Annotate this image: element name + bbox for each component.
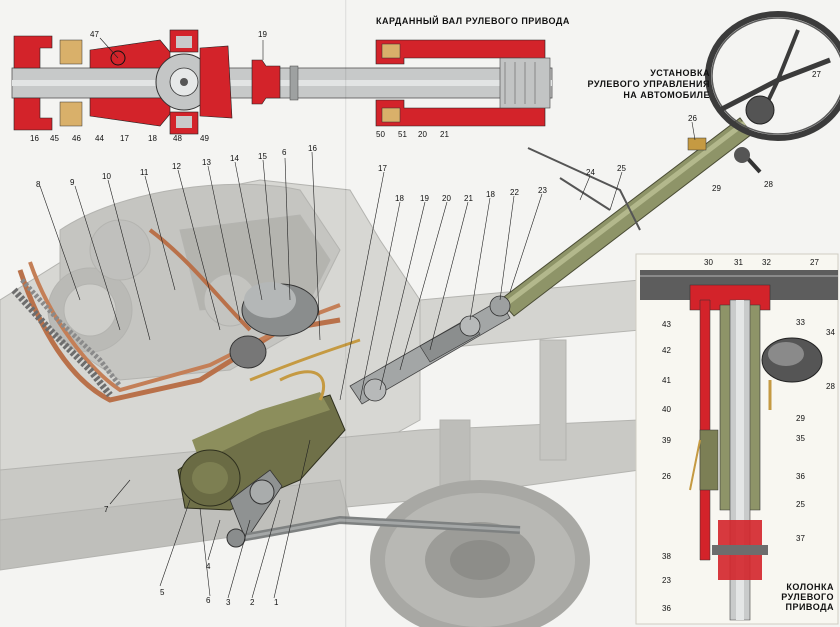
callout-main: 6 [206, 596, 211, 605]
callout-column: 36 [662, 604, 671, 613]
callout-main: 19 [420, 194, 429, 203]
callout-main: 1 [274, 598, 279, 607]
callout-main: 28 [764, 180, 773, 189]
callout-main: 26 [688, 114, 697, 123]
callout-shaft: 49 [200, 134, 209, 143]
callout-main: 22 [510, 188, 519, 197]
callout-main: 6 [282, 148, 287, 157]
callout-shaft: 20 [418, 130, 427, 139]
callout-column: 35 [796, 434, 805, 443]
callout-main: 27 [812, 70, 821, 79]
callout-main: 2 [250, 598, 255, 607]
column-cutaway-inset [635, 253, 839, 625]
callout-main: 14 [230, 154, 239, 163]
callout-main: 23 [538, 186, 547, 195]
title-column-text: КОЛОНКА РУЛЕВОГО ПРИВОДА [781, 582, 834, 612]
callout-column: 34 [826, 328, 835, 337]
callout-column: 41 [662, 376, 671, 385]
callout-column: 23 [662, 576, 671, 585]
callout-shaft: 44 [95, 134, 104, 143]
callout-column: 31 [734, 258, 743, 267]
callout-column: 33 [796, 318, 805, 327]
pump-reservoir [229, 282, 319, 369]
title-install-text: УСТАНОВКА РУЛЕВОГО УПРАВЛЕНИЯ НА АВТОМОБ… [587, 68, 710, 100]
callout-main: 20 [442, 194, 451, 203]
callout-shaft: 45 [50, 134, 59, 143]
column-bracket [527, 147, 641, 231]
callout-main: 5 [160, 588, 165, 597]
callout-shaft: 18 [148, 134, 157, 143]
callout-main: 12 [172, 162, 181, 171]
callout-shaft: 19 [258, 30, 267, 39]
callout-main: 8 [36, 180, 41, 189]
callout-column: 25 [796, 500, 805, 509]
callout-shaft: 51 [398, 130, 407, 139]
steering-column-main [499, 11, 840, 317]
callout-column: 30 [704, 258, 713, 267]
callout-main: 17 [378, 164, 387, 173]
callout-shaft: 48 [173, 134, 182, 143]
callout-main: 11 [140, 168, 149, 177]
callout-main: 24 [586, 168, 595, 177]
callout-main: 21 [464, 194, 473, 203]
title-shaft: КАРДАННЫЙ ВАЛ РУЛЕВОГО ПРИВОДА [376, 16, 570, 26]
callout-column: 39 [662, 436, 671, 445]
callout-column: 43 [662, 320, 671, 329]
callout-column: 29 [796, 414, 805, 423]
leader-lines [39, 37, 696, 599]
callout-shaft: 50 [376, 130, 385, 139]
callout-main: 7 [104, 505, 109, 514]
callout-column: 36 [796, 472, 805, 481]
hoses-pipes [11, 228, 361, 403]
steering-gearbox [177, 370, 521, 548]
title-column: КОЛОНКА РУЛЕВОГО ПРИВОДА [752, 582, 834, 612]
callout-main: 9 [70, 178, 75, 187]
intermediate-shaft [349, 295, 511, 405]
callout-shaft: 17 [120, 134, 129, 143]
callout-main: 18 [395, 194, 404, 203]
callout-main: 4 [206, 562, 211, 571]
callout-main: 18 [486, 190, 495, 199]
callout-column: 26 [662, 472, 671, 481]
callout-main: 13 [202, 158, 211, 167]
callout-column: 27 [810, 258, 819, 267]
callout-main: 25 [617, 164, 626, 173]
callout-shaft: 21 [440, 130, 449, 139]
callout-main: 3 [226, 598, 231, 607]
callout-column: 28 [826, 382, 835, 391]
callout-shaft: 47 [90, 30, 99, 39]
title-install: УСТАНОВКА РУЛЕВОГО УПРАВЛЕНИЯ НА АВТОМОБ… [572, 68, 710, 101]
page-gutter [345, 0, 347, 627]
callout-main: 15 [258, 152, 267, 161]
callout-column: 37 [796, 534, 805, 543]
callout-main: 29 [712, 184, 721, 193]
callout-column: 40 [662, 405, 671, 414]
callout-shaft: 46 [72, 134, 81, 143]
callout-main: 16 [308, 144, 317, 153]
callout-column: 42 [662, 346, 671, 355]
cardan-shaft-section [11, 29, 553, 135]
callout-main: 10 [102, 172, 111, 181]
callout-column: 32 [762, 258, 771, 267]
callout-shaft: 16 [30, 134, 39, 143]
callout-column: 38 [662, 552, 671, 561]
